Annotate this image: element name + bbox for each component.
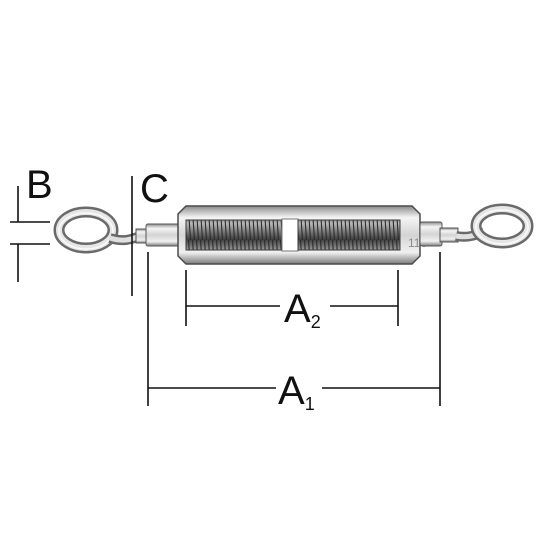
label-c: C xyxy=(140,167,169,211)
turnbuckle-body: 110 xyxy=(177,205,427,265)
dimension-b xyxy=(10,186,50,282)
dimension-a1 xyxy=(147,252,441,406)
label-a1-main: A xyxy=(278,369,305,413)
dimension-a2 xyxy=(185,270,399,326)
label-b: B xyxy=(26,163,53,207)
label-a1-subscript: 1 xyxy=(305,394,315,414)
turnbuckle: 110 xyxy=(53,203,534,265)
label-a2-subscript: 2 xyxy=(311,312,321,332)
right-eye-bolt xyxy=(419,203,534,249)
label-a1: A1 xyxy=(278,369,315,414)
label-a2: A2 xyxy=(284,287,321,332)
label-a2-main: A xyxy=(284,287,311,331)
left-eye-bolt xyxy=(53,206,181,254)
